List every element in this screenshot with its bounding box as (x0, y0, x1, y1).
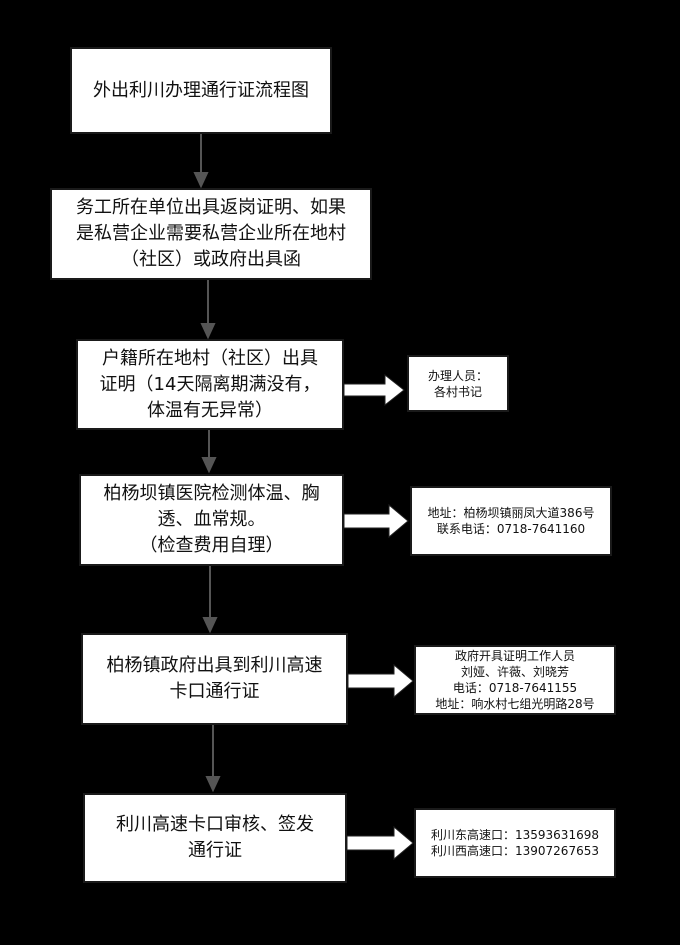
step-hospital-check: 柏杨坝镇医院检测体温、胸 透、血常规。 （检查费用自理） (79, 474, 344, 566)
note-text: 联系电话：0718-7641160 (436, 522, 586, 536)
note-text: 刘娅、许薇、刘晓芳 (460, 665, 569, 679)
step-text: 利川高速卡口审核、签发 (116, 814, 314, 835)
note-government-staff: 政府开具证明工作人员 刘娅、许薇、刘晓芳 电话：0718-7641155 地址：… (414, 645, 616, 715)
step-text: 柏杨坝镇医院检测体温、胸 (103, 483, 320, 504)
step-text: 外出利川办理通行证流程图 (93, 79, 309, 101)
note-text: 地址：柏杨坝镇丽凤大道386号 (427, 506, 595, 520)
block-arrow-right (347, 663, 414, 699)
step-text: 户籍所在地村（社区）出具 (102, 347, 318, 369)
arrowhead (202, 617, 218, 634)
note-highway-contacts: 利川东高速口：13593631698 利川西高速口：13907267653 (414, 808, 616, 878)
arrowhead (201, 457, 217, 474)
arrowhead (200, 323, 216, 340)
block-arrow-right (346, 825, 414, 861)
step-text: （检查费用自理） (139, 535, 284, 556)
step-return-certificate: 务工所在单位出具返岗证明、如果 是私营企业需要私营企业所在地村 （社区）或政府出… (50, 188, 372, 280)
step-village-certificate: 户籍所在地村（社区）出具 证明（14天隔离期满没有， 体温有无异常） (76, 339, 344, 430)
note-hospital-contact: 地址：柏杨坝镇丽凤大道386号 联系电话：0718-7641160 (410, 486, 612, 556)
flow-title-box: 外出利川办理通行证流程图 (70, 47, 332, 134)
note-text: 政府开具证明工作人员 (454, 649, 575, 663)
step-text: （社区）或政府出具函 (121, 249, 301, 270)
block-arrow-right (343, 503, 409, 539)
note-text: 电话：0718-7641155 (452, 681, 578, 695)
step-text: 透、血常规。 (157, 509, 266, 530)
note-text: 地址：响水村七组光明路28号 (435, 697, 595, 711)
note-text: 各村书记 (433, 384, 482, 399)
step-highway-review: 利川高速卡口审核、签发 通行证 (83, 793, 347, 883)
arrowhead (193, 172, 209, 189)
step-text: 柏杨镇政府出具到利川高速 (106, 655, 323, 676)
note-text: 利川西高速口：13907267653 (431, 844, 599, 858)
step-text: 是私营企业需要私营企业所在地村 (76, 223, 346, 244)
note-text: 办理人员： (427, 368, 488, 383)
note-text: 利川东高速口：13593631698 (431, 828, 599, 842)
step-text: 卡口通行证 (169, 681, 260, 702)
step-text: 通行证 (188, 840, 242, 861)
note-handler: 办理人员： 各村书记 (407, 355, 509, 412)
step-text: 体温有无异常） (147, 399, 273, 421)
arrowhead (205, 776, 221, 793)
block-arrow-right (343, 373, 405, 407)
step-text: 务工所在单位出具返岗证明、如果 (76, 197, 346, 218)
step-government-pass: 柏杨镇政府出具到利川高速 卡口通行证 (81, 633, 348, 725)
step-text: 证明（14天隔离期满没有， (99, 373, 321, 395)
